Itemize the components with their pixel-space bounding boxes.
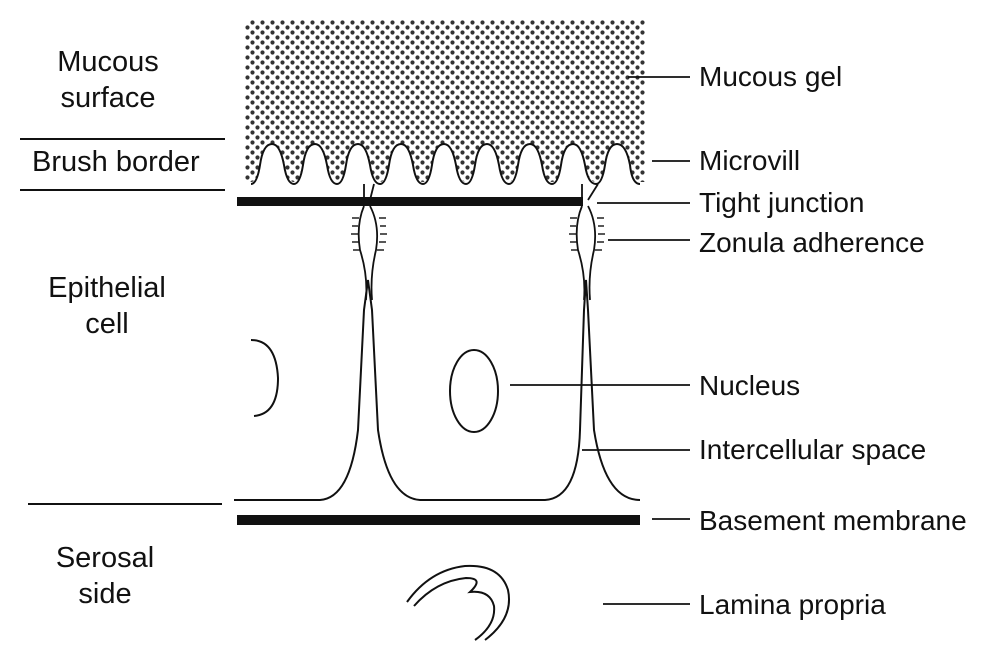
mucous-surface-label: Mucous surface — [48, 44, 168, 117]
zonula-adherens-left — [351, 217, 387, 251]
tight-junction-label: Tight junction — [699, 187, 865, 218]
apical-membrane-bar — [237, 197, 583, 206]
basement-membrane-label: Basement membrane — [699, 505, 967, 536]
nucleus-shape — [449, 349, 499, 433]
lamina-propria-fiber — [406, 564, 510, 641]
microvilli-outline — [250, 142, 641, 186]
lamina-propria-fiber-inner — [413, 576, 496, 641]
serosal-side-line1: Serosal — [55, 542, 155, 574]
basement-membrane-bar — [237, 515, 640, 525]
lateral-membrane-right-b — [587, 183, 599, 301]
epithelial-cell-line1: Epithelial — [48, 272, 166, 304]
zonula-adherence-label: Zonula adherence — [699, 227, 925, 258]
intercellular-space-label: Intercellular space — [699, 434, 927, 465]
serosal-side-label: Serosal side — [45, 540, 165, 613]
epithelial-cell-line2: cell — [85, 308, 129, 341]
zonula-adherens-right — [569, 217, 605, 251]
leader-lines — [510, 76, 690, 605]
nucleus-label: Nucleus — [699, 370, 801, 401]
cell-basal-line — [234, 279, 641, 501]
partial-nucleus — [250, 339, 280, 417]
microvill-label: Microvill — [699, 145, 801, 176]
brush-border-label: Brush border — [32, 146, 200, 178]
epithelial-cell-label: Epithelial cell — [32, 270, 182, 343]
lamina-propria-label: Lamina propria — [699, 589, 886, 620]
lateral-membrane-left-b — [369, 183, 379, 301]
mucous-gel-label: Mucous gel — [699, 61, 843, 92]
mucous-surface-line1: Mucous — [57, 46, 159, 78]
mucous-surface-line2: surface — [60, 82, 156, 115]
serosal-side-line2: side — [78, 578, 132, 611]
